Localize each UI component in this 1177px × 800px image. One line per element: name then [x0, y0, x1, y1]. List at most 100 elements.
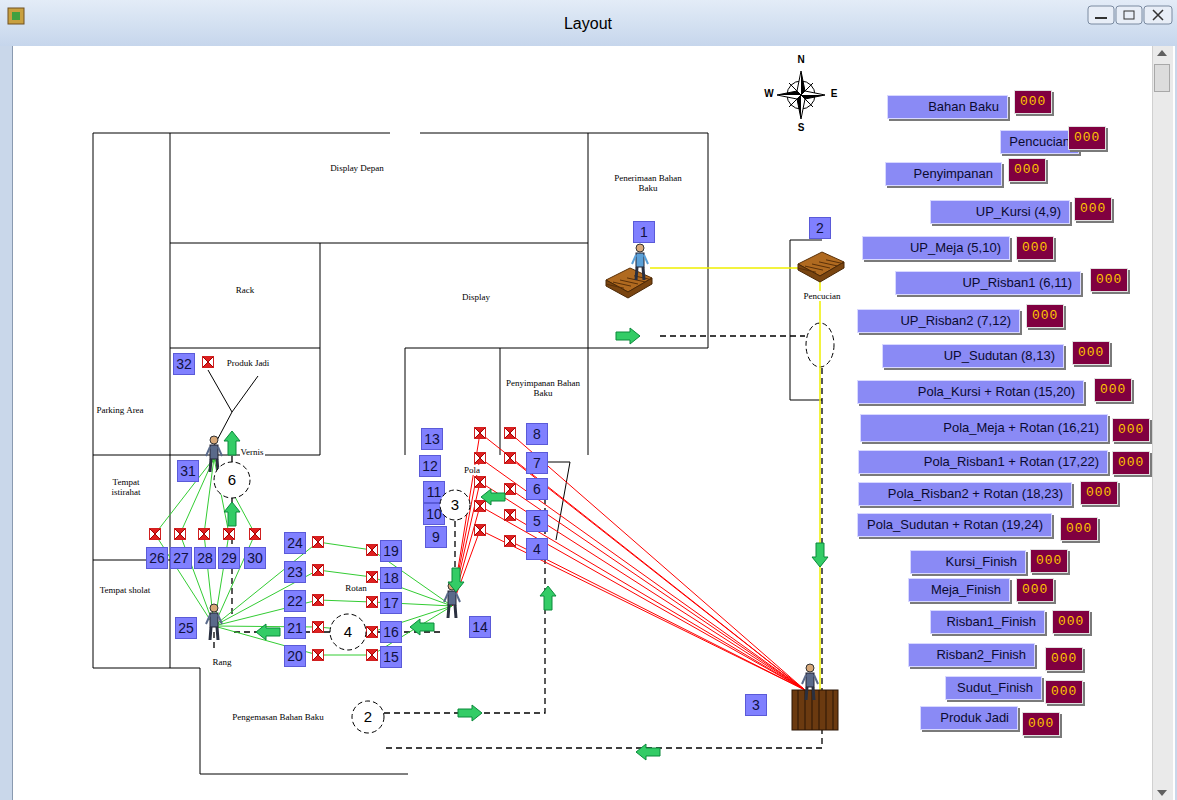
flow-arrow [458, 705, 482, 721]
wall-line [708, 133, 709, 348]
area-label: Parking Area [95, 405, 144, 415]
minimize-button [1088, 6, 1114, 24]
callout-number-text: 14 [472, 619, 488, 635]
callout-number-text: 13 [424, 431, 440, 447]
app-icon-inner [12, 12, 20, 20]
callout-number-text: 18 [383, 570, 399, 586]
location-icon [199, 529, 210, 540]
callout-number: 27 [170, 547, 192, 569]
path-node-circle-text: 6 [228, 471, 236, 488]
operator-arms [802, 675, 818, 684]
compass-star [777, 71, 825, 119]
compass-letter-text: W [764, 88, 773, 99]
area-label-text: Rack [236, 285, 255, 295]
callout-number: 8 [526, 423, 548, 445]
location-icon [313, 595, 324, 606]
counter-label-text: Pola_Meja + Rotan (16,21) [943, 420, 1099, 435]
minimize-glyph [1095, 17, 1107, 19]
counter-value-text: 000 [1078, 345, 1104, 360]
callout-number: 14 [469, 616, 491, 638]
scrollbar [1152, 46, 1173, 800]
callout-number-text: 25 [178, 620, 194, 636]
area-label-text: Tempat sholat [100, 585, 151, 595]
flow-arrow [636, 744, 660, 760]
counter-label: UP_Kursi (4,9) [930, 200, 1070, 224]
flow-arrow [481, 489, 505, 505]
circle-outline-shape [352, 701, 384, 733]
callout-number-text: 20 [287, 648, 303, 664]
counter-label-text: Sudut_Finish [957, 680, 1033, 695]
area-label-text: Display Depan [330, 163, 384, 173]
callout-number: 2 [809, 217, 831, 239]
callout-number: 22 [284, 590, 306, 612]
location-icon [175, 529, 186, 540]
compass-letter-text: E [831, 88, 838, 99]
area-label: Vernis [240, 447, 265, 457]
window-title: Layout [564, 15, 612, 33]
operator-body [806, 673, 814, 687]
resource-link-red [510, 433, 805, 690]
compass-rose [777, 71, 825, 119]
counter-value-text: 000 [1032, 308, 1058, 323]
area-label-text: Penerimaan Bahan Baku [614, 173, 682, 193]
pallet-slat [613, 282, 631, 286]
operator-arms [444, 593, 460, 602]
resource-link-red [480, 530, 805, 690]
flow-arrow [448, 568, 464, 592]
wall-line [170, 133, 171, 455]
location-icon [150, 529, 161, 540]
callout-number-text: 10 [426, 506, 442, 522]
resource-link-green [318, 570, 372, 577]
counter-label-text: Penyimpanan [914, 166, 994, 181]
counter-value-text: 000 [1100, 382, 1126, 397]
counter-label-text: Pola_Sudutan + Rotan (19,24) [867, 517, 1043, 532]
counter-value-text: 000 [1020, 94, 1046, 109]
location-icon [367, 650, 378, 661]
location-icon [505, 453, 516, 464]
area-label-text: Display [462, 292, 490, 302]
pallet-slat [812, 264, 830, 268]
resource-link-green [155, 458, 214, 534]
operator-head [806, 664, 814, 672]
location-icon [475, 428, 486, 439]
counter-value: 000 [1022, 712, 1060, 736]
operator-figure [206, 604, 222, 640]
counter-value: 000 [1060, 517, 1098, 541]
flow-arrow [812, 543, 828, 567]
callout-number: 29 [218, 547, 240, 569]
area-label: Tempat sholat [99, 585, 152, 595]
path-node-circle: 6 [213, 461, 251, 499]
wall-line [790, 400, 822, 401]
callout-number: 31 [177, 460, 199, 482]
path-node-circle-text: 2 [364, 708, 372, 725]
flow-arrow [410, 619, 434, 635]
counter-label: Kursi_Finish [910, 550, 1026, 574]
counter-label-text: Risban1_Finish [946, 614, 1036, 629]
counter-value: 000 [1014, 90, 1052, 114]
callout-number: 17 [380, 592, 402, 614]
location-icon [313, 565, 324, 576]
wall-line [405, 348, 406, 455]
wall-line [200, 668, 201, 774]
wall-line [170, 243, 588, 244]
counter-label: Pola_Meja + Rotan (16,21) [860, 414, 1108, 442]
counter-value-text: 000 [1086, 485, 1112, 500]
crate-slat [833, 690, 834, 730]
area-label: Tempat istirahat [97, 477, 155, 497]
resource-link-red [480, 458, 805, 690]
counter-value-text: 000 [1118, 422, 1144, 437]
wall-line [320, 243, 321, 455]
counter-label-text: Bahan Baku [928, 99, 999, 114]
path-segment [384, 368, 822, 748]
location-icon [505, 536, 516, 547]
counter-value-text: 000 [1074, 130, 1100, 145]
counter-value-text: 000 [1080, 201, 1106, 216]
counter-value-text: 000 [1028, 716, 1054, 731]
operator-arms [632, 255, 648, 264]
callout-number-text: 27 [173, 550, 189, 566]
operator-arms [206, 447, 222, 456]
wall-line [93, 668, 200, 669]
operator-legs [806, 687, 814, 700]
pallet [606, 268, 652, 298]
